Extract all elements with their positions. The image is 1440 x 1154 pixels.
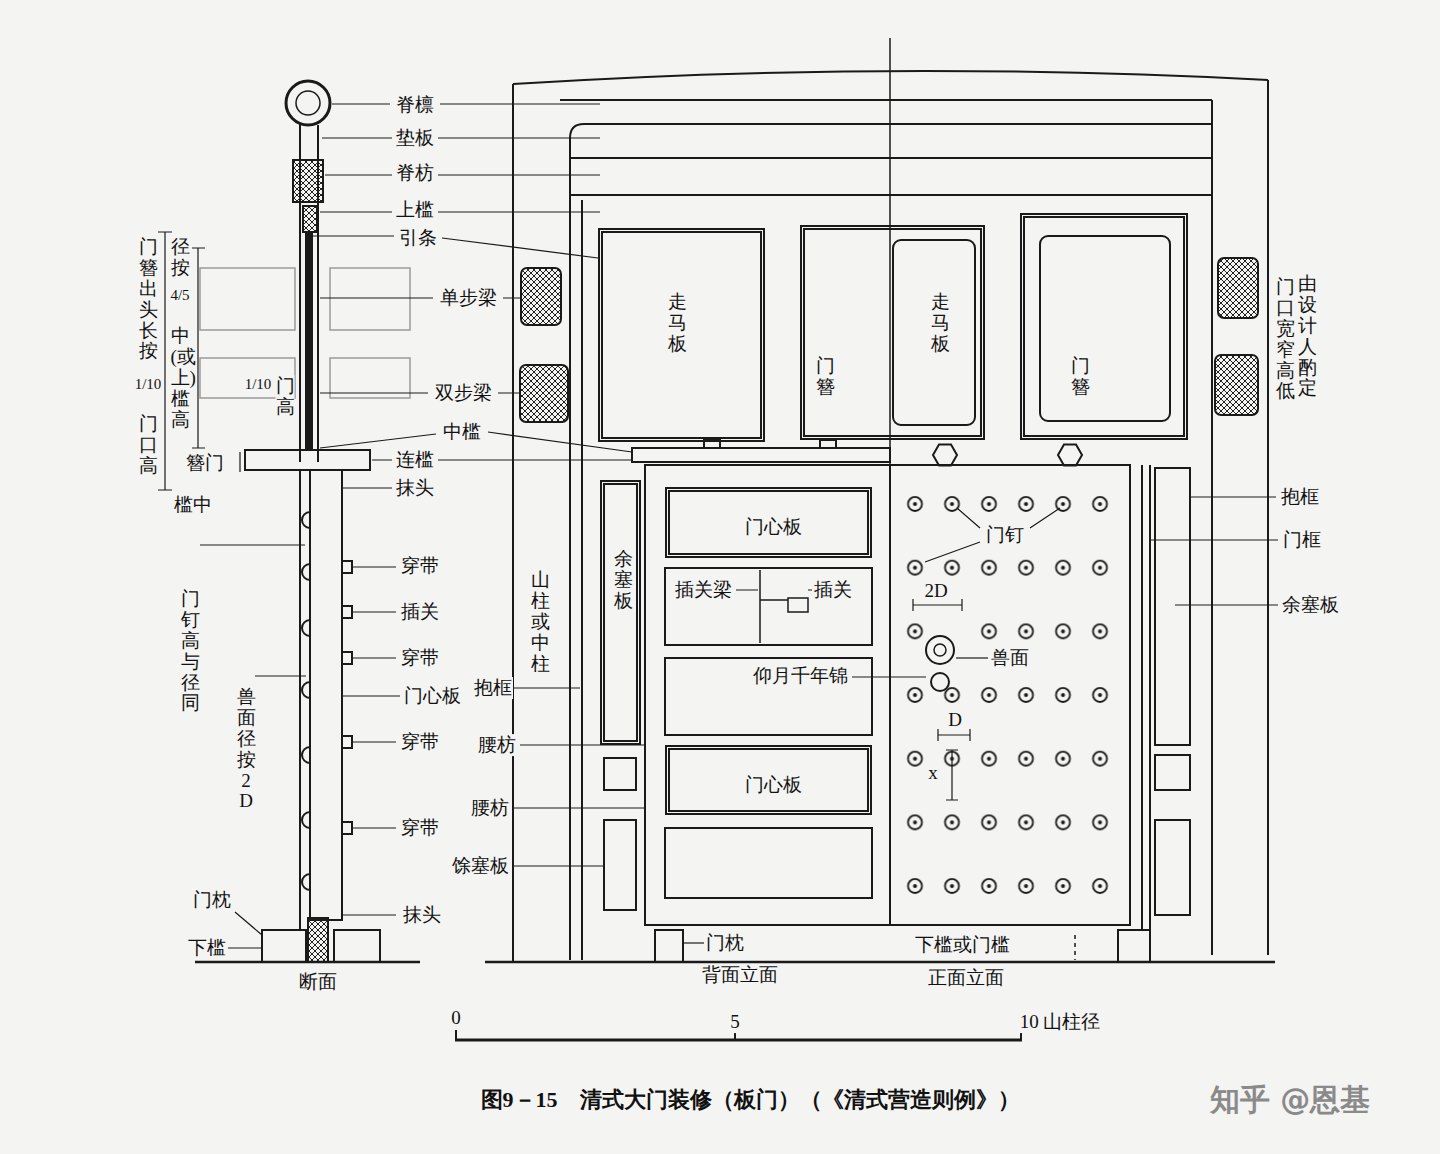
dimension-note: 1/10 (244, 376, 273, 393)
part-label: 簪门 (185, 452, 225, 474)
part-label: 腰枋 (470, 797, 510, 819)
dimension-note: 4/5 (169, 287, 190, 304)
elevation-drawing (485, 38, 1275, 962)
part-label: 余塞板 (1281, 594, 1340, 616)
part-label: 5 (729, 1011, 741, 1033)
panel-box: 余塞板 (600, 480, 641, 745)
part-label: 门钉高与径同 (181, 588, 200, 715)
leader-lines (228, 104, 1278, 948)
part-label: 馀塞板 (451, 855, 510, 877)
part-label: 双步梁 (434, 382, 493, 404)
part-label: 背面立面 (701, 964, 779, 986)
part-label: 插关 (813, 579, 853, 601)
panel-box: 门簪 (1020, 213, 1188, 440)
part-label: 上槛 (395, 199, 435, 221)
section-drawing (158, 81, 420, 962)
panel-label: 门心板 (745, 516, 802, 538)
part-label: 10 山柱径 (1019, 1011, 1102, 1033)
panel-label: 门心板 (745, 774, 802, 796)
part-label: 2D (923, 580, 948, 602)
panel-box: 门心板 (665, 487, 872, 558)
part-label: 山柱或中柱 (531, 569, 550, 675)
panel-label: 走马板 (668, 291, 687, 356)
part-label: 门心板 (403, 685, 462, 707)
part-label: 单步梁 (439, 287, 498, 309)
part-label: 门口宽窄高低 (1276, 276, 1295, 403)
part-label: 腰枋 (477, 734, 517, 756)
part-label: 断面 (298, 971, 338, 993)
part-label: 门口高 (139, 413, 158, 478)
panel-box: 走马板 (598, 228, 765, 442)
panel-label: 门簪 (816, 355, 835, 399)
panel-box: 门簪 走马板 (800, 225, 985, 440)
part-label: 穿带 (400, 731, 440, 753)
watermark: 知乎 @恩基 (1209, 1083, 1371, 1118)
panel-label: 走马板 (931, 291, 950, 356)
part-label: 门高 (276, 375, 295, 419)
part-label: 连槛 (395, 449, 435, 471)
part-label: 引条 (398, 227, 438, 249)
panel-label: 余塞板 (614, 548, 633, 613)
part-label: 抹头 (395, 477, 435, 499)
part-label: 兽面 (990, 647, 1030, 669)
part-label: 0 (450, 1007, 462, 1029)
part-label: 穿带 (400, 555, 440, 577)
part-label: 穿带 (400, 817, 440, 839)
part-label: 槛中 (173, 494, 213, 516)
part-label: 插关 (400, 601, 440, 623)
part-label: 门框 (1282, 529, 1322, 551)
part-label: 抱框 (1280, 486, 1320, 508)
part-label: 垫板 (395, 127, 435, 149)
part-label: 中槛 (442, 421, 482, 443)
panel-box: 门心板 (665, 745, 872, 815)
part-label: 正面立面 (927, 967, 1005, 989)
part-label: 兽面径按2D (237, 686, 256, 813)
panel-label: 门簪 (1071, 355, 1090, 399)
part-label: 由设计人酌定 (1298, 273, 1317, 400)
part-label: 仰月千年锦 (752, 665, 849, 687)
part-label: 中(或上)槛高 (171, 325, 190, 431)
part-label: 抱框 (473, 677, 513, 699)
part-label: 门簪出头长按 (139, 236, 158, 363)
part-label: 门枕 (705, 932, 745, 954)
figure-caption: 图9－15 清式大门装修（板门）（《清式营造则例》） (480, 1087, 1021, 1112)
part-label: 下槛 (187, 937, 227, 959)
part-label: D (947, 709, 963, 731)
part-label: 下槛或门槛 (914, 934, 1011, 956)
part-label: 脊檩 (395, 94, 435, 116)
part-label: 插关梁 (674, 579, 733, 601)
part-label: 脊枋 (395, 162, 435, 184)
part-label: 门枕 (192, 889, 232, 911)
dimension-note: 1/10 (134, 376, 163, 393)
part-label: 径按 (171, 236, 190, 280)
part-label: 抹头 (402, 904, 442, 926)
part-label: x (927, 762, 939, 784)
part-label: 穿带 (400, 647, 440, 669)
part-label: 门钉 (985, 524, 1025, 546)
